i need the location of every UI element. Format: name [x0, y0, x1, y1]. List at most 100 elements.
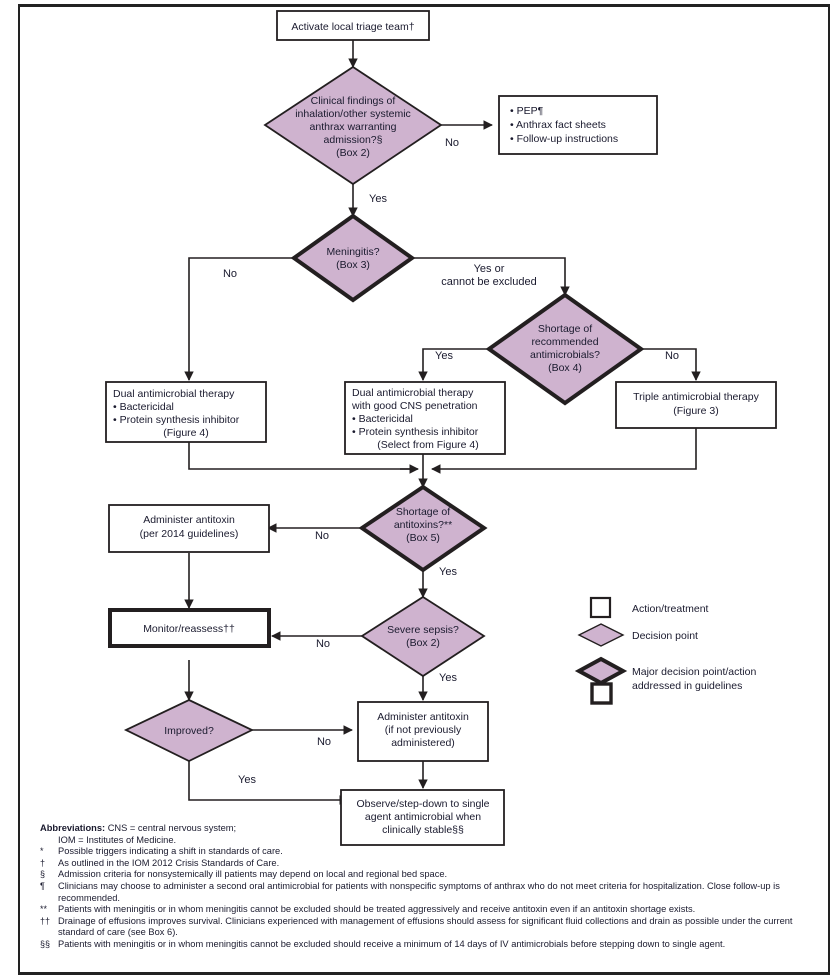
- node-shortage-am-line-4: (Box 4): [548, 362, 582, 374]
- node-pep-instructions-box[interactable]: • PEP¶ • Anthrax fact sheets • Follow-up…: [498, 95, 658, 155]
- label-clinical-no: No: [445, 137, 459, 149]
- frame-bottom-rule: [18, 972, 830, 975]
- node-improved-decision[interactable]: Improved?: [123, 699, 255, 763]
- node-dualcns-line-4: • Protein synthesis inhibitor: [352, 426, 479, 438]
- node-shortage-am-line-3: antimicrobials?: [530, 349, 600, 361]
- footnote-mark: **: [40, 904, 48, 915]
- edge-shortage-am-no: [639, 348, 701, 381]
- node-administer-antitoxin-2014[interactable]: Administer antitoxin (per 2014 guideline…: [108, 504, 270, 553]
- footnote-abbrev-line1: CNS = central nervous system;: [107, 823, 237, 833]
- label-meningitis-yes-2: cannot be excluded: [441, 276, 536, 288]
- frame-left-rule: [18, 4, 20, 975]
- node-triple-antimicrobial-therapy[interactable]: Triple antimicrobial therapy (Figure 3): [615, 381, 777, 429]
- node-dualcns-line-5: (Select from Figure 4): [377, 439, 479, 451]
- footnote-mark: ¶: [40, 880, 45, 891]
- node-shortage-am-line-1: Shortage of: [538, 323, 592, 335]
- node-antitoxin2-line-2: (if not previously: [385, 724, 462, 736]
- legend-label-major-2: addressed in guidelines: [632, 680, 742, 692]
- node-antitoxin-line-2: antitoxins?**: [394, 519, 452, 531]
- legend-major-box-icon: [590, 682, 613, 705]
- node-sepsis-line-2: (Box 2): [406, 637, 440, 649]
- node-meningitis-decision[interactable]: Meningitis? (Box 3): [290, 213, 416, 303]
- footnote-abbrev-label: Abbreviations:: [40, 823, 106, 833]
- node-dual-line-4: (Figure 4): [163, 427, 209, 439]
- label-improved-yes: Yes: [238, 774, 256, 786]
- node-antitoxin2-line-3: administered): [391, 737, 455, 749]
- label-sepsis-yes: Yes: [439, 672, 457, 684]
- node-clinical-line-3: anthrax warranting: [310, 121, 397, 133]
- node-shortage-antimicrobials-decision[interactable]: Shortage of recommended antimicrobials? …: [485, 292, 645, 406]
- label-meningitis-no: No: [223, 268, 237, 280]
- label-antitoxin-no: No: [315, 530, 329, 542]
- edge-label-group: No Yes No Yes or cannot be excluded Yes …: [223, 137, 679, 786]
- footnote-item: † As outlined in the IOM 2012 Crisis Sta…: [40, 858, 830, 870]
- node-dual-antimicrobial-therapy[interactable]: Dual antimicrobial therapy • Bactericida…: [105, 381, 267, 443]
- legend: Action/treatment Decision point Major de…: [574, 596, 756, 705]
- label-shortage-am-yes: Yes: [435, 350, 453, 362]
- footnote-abbrev-line2: IOM = Institutes of Medicine.: [58, 834, 177, 845]
- footnote-mark: §§: [40, 938, 51, 949]
- node-pep-line-3: • Follow-up instructions: [510, 133, 618, 145]
- node-clinical-line-5: (Box 2): [336, 147, 370, 159]
- edge-dual-to-junction: [188, 442, 415, 470]
- footnote-text: Drainage of effusions improves survival.…: [58, 915, 793, 938]
- footnotes-block: Abbreviations: CNS = central nervous sys…: [40, 823, 830, 951]
- node-clinical-findings-decision[interactable]: Clinical findings of inhalation/other sy…: [263, 65, 443, 186]
- node-pep-line-1: • PEP¶: [510, 105, 544, 117]
- edge-shortage-am-yes: [418, 348, 491, 381]
- node-antitoxin-line-1: Shortage of: [396, 506, 450, 518]
- node-meningitis-line-1: Meningitis?: [326, 246, 379, 258]
- node-antitoxin-line-3: (Box 5): [406, 532, 440, 544]
- footnote-text: Clinicians may choose to administer a se…: [58, 880, 780, 903]
- node-observe-line-3: clinically stable§§: [382, 824, 464, 836]
- node-observe-line-2: agent antimicrobial when: [365, 811, 481, 823]
- node-clinical-line-1: Clinical findings of: [311, 95, 396, 107]
- node-dual-antimicrobial-cns-therapy[interactable]: Dual antimicrobial therapy with good CNS…: [344, 381, 506, 455]
- node-dual-line-3: • Protein synthesis inhibitor: [113, 414, 240, 426]
- node-dual-line-2: • Bactericidal: [113, 401, 174, 413]
- legend-label-major-1: Major decision point/action: [632, 666, 756, 678]
- node-shortage-am-line-2: recommended: [531, 336, 598, 348]
- label-meningitis-yes-1: Yes or: [474, 263, 505, 275]
- footnote-text: Patients with meningitis or in whom meni…: [58, 904, 696, 915]
- node-activate-local-triage-team[interactable]: Activate local triage team†: [276, 10, 430, 41]
- node-severe-sepsis-decision[interactable]: Severe sepsis? (Box 2): [360, 595, 486, 678]
- label-sepsis-no: No: [316, 638, 330, 650]
- footnote-text: As outlined in the IOM 2012 Crisis Stand…: [58, 857, 280, 868]
- edge-meningitis-yes: [409, 257, 570, 296]
- label-clinical-yes: Yes: [369, 193, 387, 205]
- footnote-item: § Admission criteria for nonsystemically…: [40, 869, 830, 881]
- footnote-abbreviations: Abbreviations: CNS = central nervous sys…: [40, 823, 830, 835]
- footnote-item: ¶ Clinicians may choose to administer a …: [40, 881, 830, 904]
- footnote-item: ** Patients with meningitis or in whom m…: [40, 904, 830, 916]
- edge-meningitis-no: [184, 257, 297, 381]
- node-antitoxin2-line-1: Administer antitoxin: [377, 711, 469, 723]
- footnote-mark: †: [40, 857, 46, 868]
- node-administer-antitoxin-if-not[interactable]: Administer antitoxin (if not previously …: [357, 701, 489, 762]
- node-shortage-antitoxins-decision[interactable]: Shortage of antitoxins?** (Box 5): [358, 484, 488, 573]
- footnote-mark: *: [40, 846, 44, 857]
- node-monitor-reassess[interactable]: Monitor/reassess††: [108, 608, 271, 648]
- node-ant2014-line-1: Administer antitoxin: [143, 514, 235, 526]
- node-clinical-line-2: inhalation/other systemic: [295, 108, 411, 120]
- node-dual-line-1: Dual antimicrobial therapy: [113, 388, 235, 400]
- footnote-item: †† Drainage of effusions improves surviv…: [40, 916, 830, 939]
- edge-triple-to-junction: [431, 428, 697, 474]
- label-improved-no: No: [317, 736, 331, 748]
- legend-decision-diamond-icon: [577, 623, 625, 647]
- legend-action-box-icon: [589, 596, 612, 619]
- footnote-item: * Possible triggers indicating a shift i…: [40, 846, 830, 858]
- footnote-item: §§ Patients with meningitis or in whom m…: [40, 939, 830, 951]
- node-observe-stepdown[interactable]: Observe/step-down to single agent antimi…: [340, 789, 505, 846]
- node-activate-label: Activate local triage team†: [291, 21, 414, 33]
- frame-top-rule: [18, 4, 830, 7]
- legend-major-diamond-icon: [574, 656, 628, 686]
- connector-group: [184, 40, 701, 805]
- label-antitoxin-yes: Yes: [439, 566, 457, 578]
- label-shortage-am-no: No: [665, 350, 679, 362]
- frame-right-rule: [828, 4, 830, 975]
- node-pep-line-2: • Anthrax fact sheets: [510, 119, 606, 131]
- edge-improved-yes: [188, 761, 349, 805]
- node-observe-line-1: Observe/step-down to single: [356, 798, 489, 810]
